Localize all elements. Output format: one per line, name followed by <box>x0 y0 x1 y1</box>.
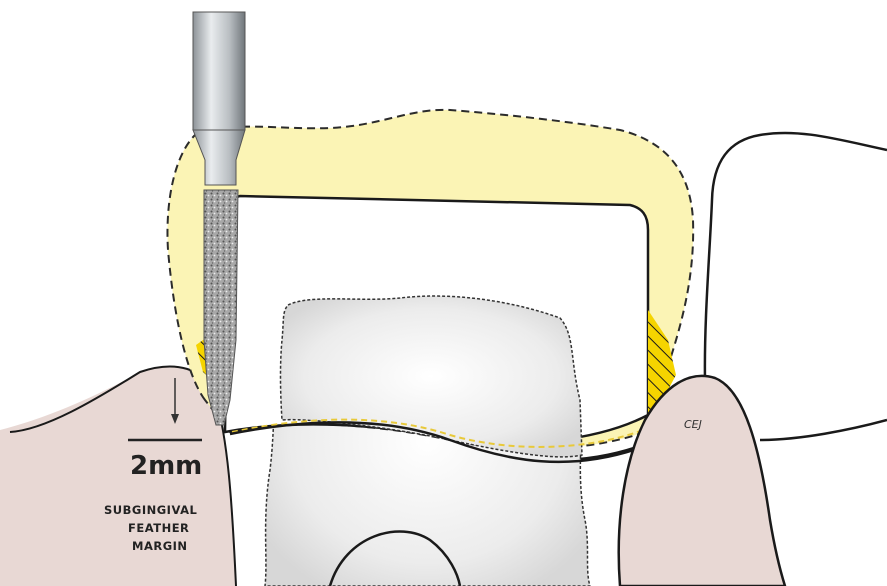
right-gum-line <box>760 420 887 440</box>
cej-label: CEJ <box>684 418 702 431</box>
margin-label-line3: MARGIN <box>132 539 188 553</box>
margin-label-line2: FEATHER <box>128 521 189 535</box>
bur-shank <box>193 12 245 130</box>
measurement-label: 2mm <box>130 451 202 481</box>
margin-label-line1: SUBGINGIVAL <box>104 503 197 517</box>
